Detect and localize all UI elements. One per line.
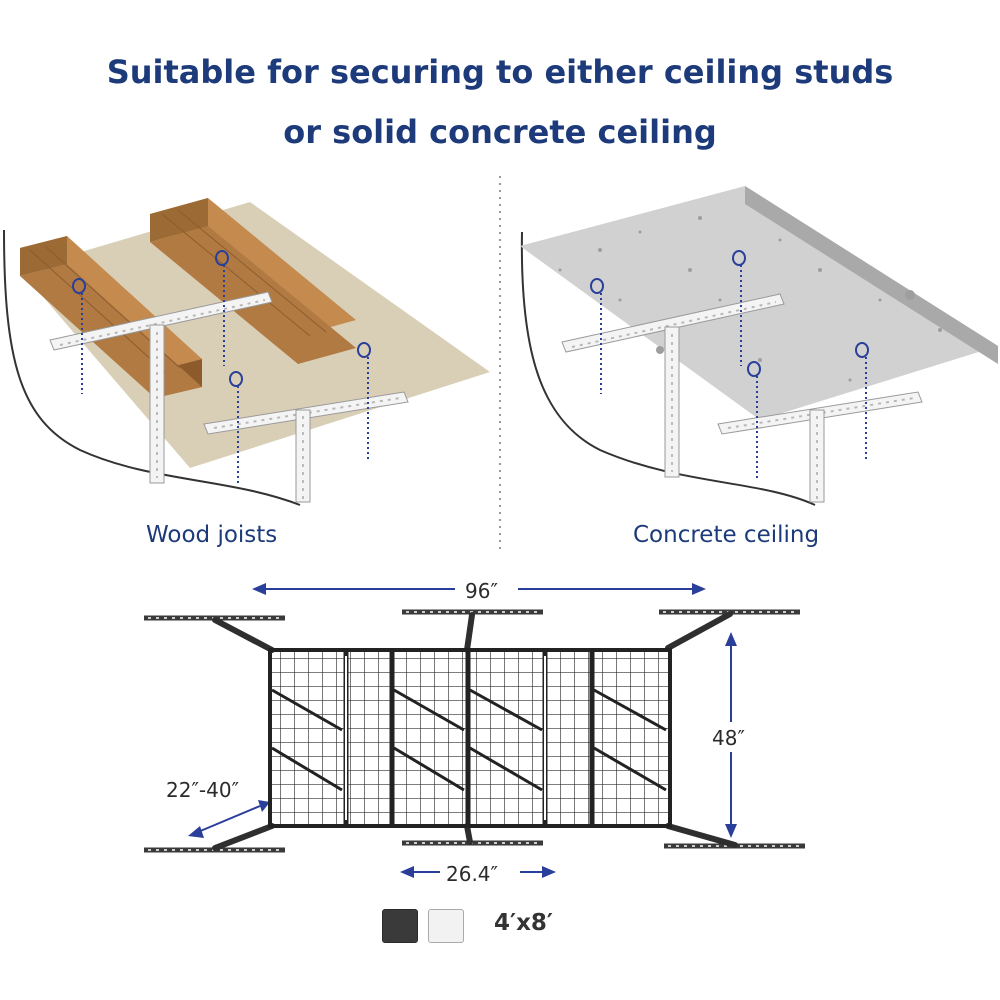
- color-swatch-white[interactable]: [428, 909, 464, 943]
- span-arrow: [400, 866, 556, 878]
- joist-2-end: [150, 198, 208, 242]
- span-dimension-label: 26.4″: [446, 862, 499, 886]
- concrete-ceiling-caption: Concrete ceiling: [633, 522, 820, 548]
- right-rear-post: [664, 326, 680, 478]
- depth-arrow: [725, 632, 737, 838]
- left-fastener-lines: [81, 265, 369, 484]
- left-fastener-markers: [72, 250, 371, 387]
- headline-line-2: or solid concrete ceiling: [283, 113, 717, 151]
- left-rear-crossbar: [49, 291, 273, 351]
- concrete-ceiling-illustration: [520, 186, 998, 506]
- wood-joists-illustration: [3, 198, 490, 506]
- diagonal-braces: [271, 688, 667, 792]
- concrete-slab-edge: [745, 186, 998, 364]
- left-ceiling-curve: [3, 229, 301, 506]
- size-label: 4′x8′: [494, 910, 553, 936]
- bottom-crossbars: [144, 840, 805, 853]
- concrete-speckles: [558, 216, 942, 382]
- bracket-arrow: [188, 800, 270, 838]
- right-ceiling-curve: [520, 231, 816, 506]
- joist-1-end: [20, 236, 67, 276]
- depth-dimension-label: 48″: [712, 726, 745, 750]
- right-fastener-markers: [590, 250, 869, 377]
- width-dimension-label: 96″: [465, 579, 498, 603]
- color-swatch-black[interactable]: [382, 909, 418, 943]
- bracket-range-label: 22″-40″: [166, 778, 240, 802]
- wood-joists-caption: Wood joists: [146, 522, 278, 548]
- right-rear-crossbar: [561, 293, 785, 353]
- rack-top-view: [144, 583, 805, 878]
- support-arms: [212, 611, 738, 851]
- grid-rail-highlights: [345, 656, 546, 820]
- width-arrow: [252, 583, 706, 595]
- headline-line-1: Suitable for securing to either ceiling …: [106, 53, 894, 91]
- right-fastener-lines: [600, 265, 867, 478]
